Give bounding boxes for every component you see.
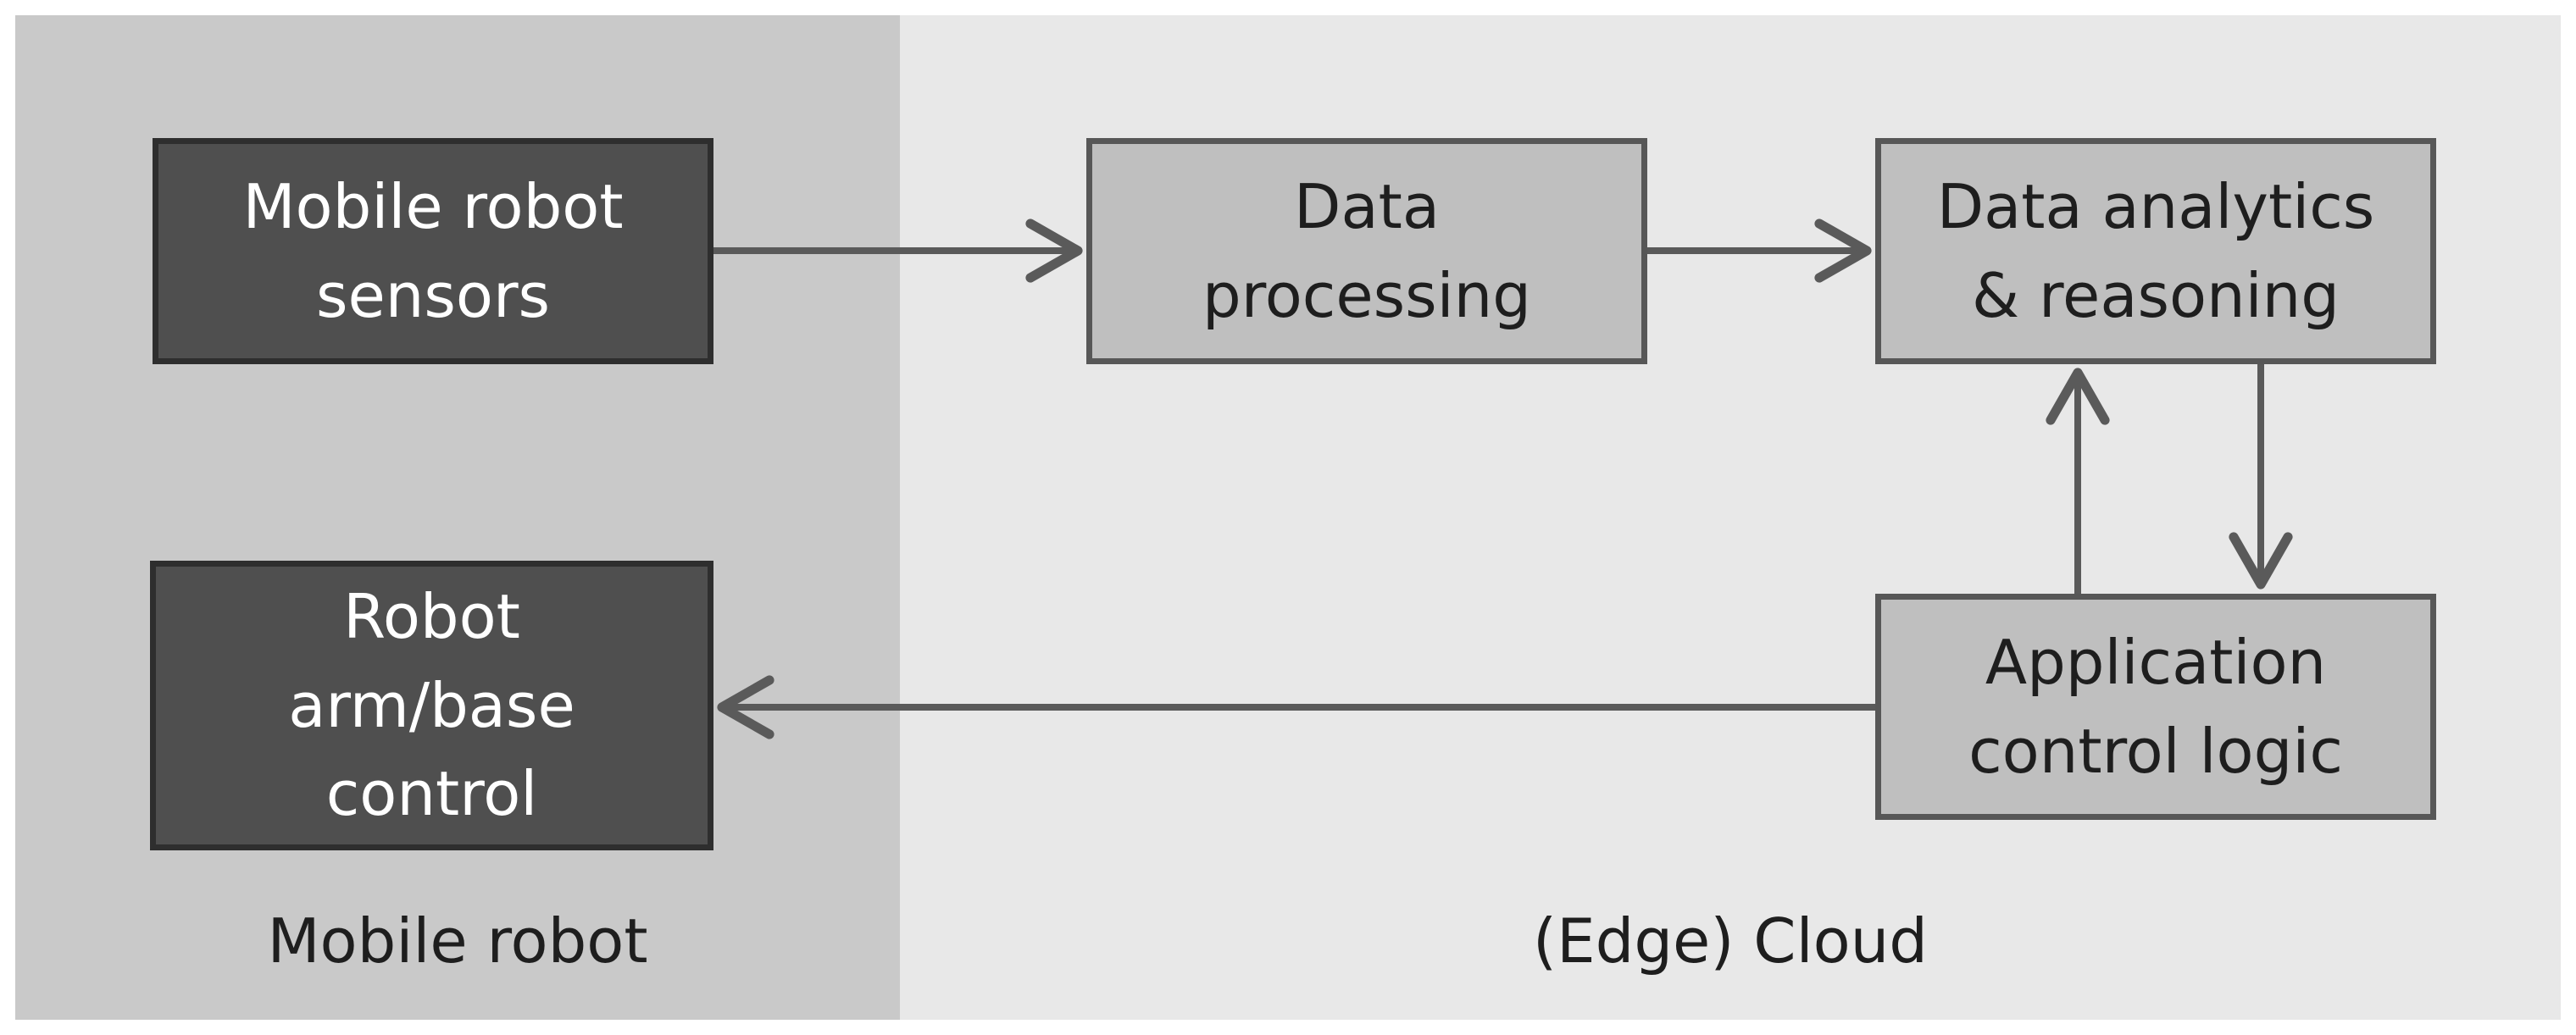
region-label-edge-cloud: (Edge) Cloud <box>1533 905 1928 977</box>
node-application-control-logic: Application control logic <box>1875 594 2436 820</box>
node-mobile-robot-sensors: Mobile robot sensors <box>153 138 713 364</box>
node-robot-arm-base-control: Robot arm/base control <box>150 561 713 850</box>
region-label-mobile-robot: Mobile robot <box>267 905 648 977</box>
node-data-analytics-reasoning: Data analytics & reasoning <box>1875 138 2436 364</box>
node-data-processing: Data processing <box>1086 138 1647 364</box>
